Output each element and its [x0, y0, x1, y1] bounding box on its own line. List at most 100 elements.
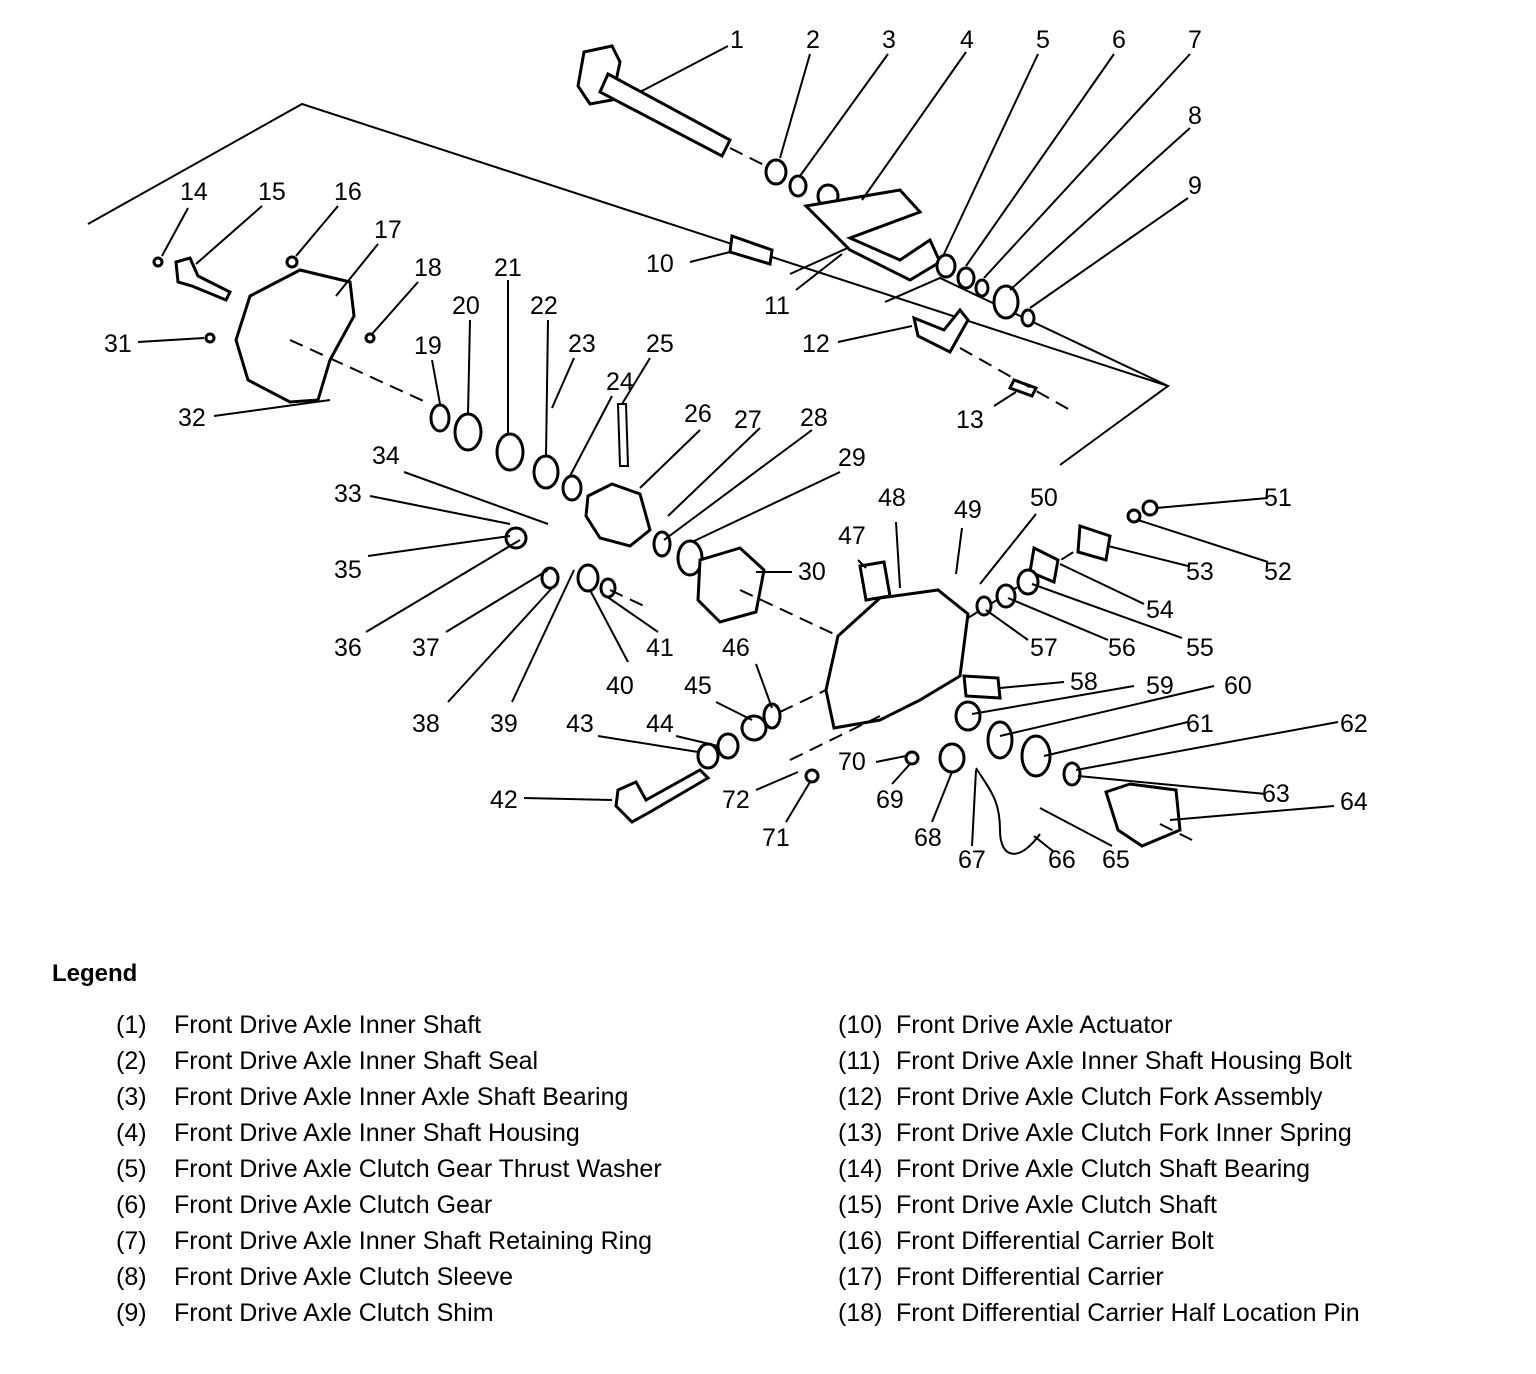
callout-50: 50 — [1030, 484, 1058, 512]
callout-4: 4 — [960, 26, 974, 54]
callout-28: 28 — [800, 404, 828, 432]
callout-69: 69 — [876, 786, 904, 814]
callout-20: 20 — [452, 292, 480, 320]
callout-1: 1 — [730, 26, 744, 54]
callout-62: 62 — [1340, 710, 1368, 738]
callout-52: 52 — [1264, 558, 1292, 586]
clutch-sleeve-part — [992, 284, 1020, 320]
callout-5: 5 — [1036, 26, 1050, 54]
callout-63: 63 — [1262, 780, 1290, 808]
callout-32: 32 — [178, 404, 206, 432]
legend-item: (16)Front Differential Carrier Bolt — [838, 1224, 1360, 1260]
seal-part — [764, 158, 788, 186]
clutch-shaft-part — [174, 256, 233, 302]
legend-item-label: Front Drive Axle Inner Shaft Seal — [174, 1047, 539, 1075]
legend-item-label: Front Drive Axle Inner Shaft Retaining R… — [174, 1227, 653, 1255]
callout-25: 25 — [646, 330, 674, 358]
legend-item: (8)Front Drive Axle Clutch Sleeve — [116, 1260, 662, 1296]
callout-39: 39 — [490, 710, 518, 738]
callout-37: 37 — [412, 634, 440, 662]
callout-51: 51 — [1264, 484, 1292, 512]
ring-gear-part — [696, 546, 766, 624]
legend-item-number: (11) — [838, 1047, 881, 1075]
callout-56: 56 — [1108, 634, 1136, 662]
legend-item-number: (13) — [838, 1119, 883, 1147]
legend-item-number: (10) — [838, 1011, 883, 1039]
callout-53: 53 — [1186, 558, 1214, 586]
legend-item-label: Front Drive Axle Clutch Fork Inner Sprin… — [896, 1119, 1352, 1147]
bearing-part — [788, 174, 808, 198]
legend-column-right: (10) Front Drive Axle Actuator (11) Front … — [838, 1008, 1360, 1332]
callout-47: 47 — [838, 522, 866, 550]
callout-30: 30 — [798, 558, 826, 586]
legend-item-number: (3) — [116, 1083, 147, 1111]
carrier-bolt-part — [285, 255, 299, 269]
callout-49: 49 — [954, 496, 982, 524]
callout-65: 65 — [1102, 846, 1130, 874]
legend-item-number: (6) — [116, 1191, 147, 1219]
callout-42: 42 — [490, 786, 518, 814]
pinion-part — [614, 768, 711, 824]
callout-41: 41 — [646, 634, 674, 662]
callout-9: 9 — [1188, 172, 1202, 200]
washer-part — [935, 253, 957, 279]
callout-31: 31 — [104, 330, 132, 358]
callout-24: 24 — [606, 368, 634, 396]
legend-item: (15) Front Drive Axle Clutch Shaft — [838, 1188, 1360, 1224]
legend-item-label: Front Drive Axle Inner Shaft — [174, 1011, 482, 1039]
legend-item: (1) Front Drive Axle Inner Shaft — [116, 1008, 662, 1044]
callout-21: 21 — [494, 254, 522, 282]
callout-57: 57 — [1030, 634, 1058, 662]
callout-48: 48 — [878, 484, 906, 512]
actuator-part — [728, 233, 774, 266]
legend-item-label: Front Drive Axle Inner Axle Shaft Bearin… — [174, 1083, 629, 1111]
callout-61: 61 — [1186, 710, 1214, 738]
legend-item: (3) Front Drive Axle Inner Axle Shaft Bea… — [116, 1080, 662, 1116]
legend-item-number: (4) — [116, 1119, 147, 1147]
callout-71: 71 — [762, 824, 790, 852]
callout-33: 33 — [334, 480, 362, 508]
legend-item: (9)Front Drive Axle Clutch Shim — [116, 1296, 662, 1332]
callout-68: 68 — [914, 824, 942, 852]
legend-item-number: (17) — [838, 1263, 883, 1291]
legend-item-label: Front Differential Carrier Half Location… — [896, 1299, 1360, 1327]
location-pin-part — [364, 332, 376, 344]
callout-66: 66 — [1048, 846, 1076, 874]
callout-64: 64 — [1340, 788, 1368, 816]
callout-36: 36 — [334, 634, 362, 662]
legend-item: (2) Front Drive Axle Inner Shaft Seal — [116, 1044, 662, 1080]
callout-55: 55 — [1186, 634, 1214, 662]
legend-item-number: (1) — [116, 1011, 147, 1039]
legend-item: (10) Front Drive Axle Actuator — [838, 1008, 1360, 1044]
legend-item-number: (2) — [116, 1047, 147, 1075]
callout-18: 18 — [414, 254, 442, 282]
legend-item: (5)Front Drive Axle Clutch Gear Thrust W… — [116, 1152, 662, 1188]
legend-item-number: (15) — [838, 1191, 883, 1219]
differential-carrier-part — [234, 268, 356, 404]
legend-item-label: Front Drive Axle Clutch Shaft — [896, 1191, 1217, 1219]
shim-part — [1020, 308, 1036, 328]
callout-12: 12 — [802, 330, 830, 358]
legend-item-number: (7) — [116, 1227, 147, 1255]
inner-shaft-part — [576, 44, 771, 169]
callout-7: 7 — [1188, 26, 1202, 54]
fork-spring-part — [1007, 378, 1039, 398]
legend-item: (14)Front Drive Axle Clutch Shaft Bearin… — [838, 1152, 1360, 1188]
callout-10: 10 — [646, 250, 674, 278]
callout-26: 26 — [684, 400, 712, 428]
legend-item-label: Front Drive Axle Actuator — [896, 1011, 1173, 1039]
legend-title: Legend — [52, 960, 138, 987]
clutch-gear-part — [956, 266, 976, 290]
retaining-ring-part — [974, 278, 990, 298]
callout-43: 43 — [566, 710, 594, 738]
inner-shaft-housing-part — [802, 188, 942, 282]
callout-45: 45 — [684, 672, 712, 700]
clutch-shaft-bearing-part — [152, 256, 164, 268]
callout-59: 59 — [1146, 672, 1174, 700]
legend-item-label: Front Drive Axle Clutch Shim — [174, 1299, 494, 1327]
legend-item-label: Front Drive Axle Clutch Fork Assembly — [896, 1083, 1323, 1111]
legend-item-label: Front Differential Carrier — [896, 1263, 1164, 1291]
legend-item-label: Front Drive Axle Clutch Gear — [174, 1191, 493, 1219]
callout-38: 38 — [412, 710, 440, 738]
legend-item-number: (14) — [838, 1155, 883, 1183]
